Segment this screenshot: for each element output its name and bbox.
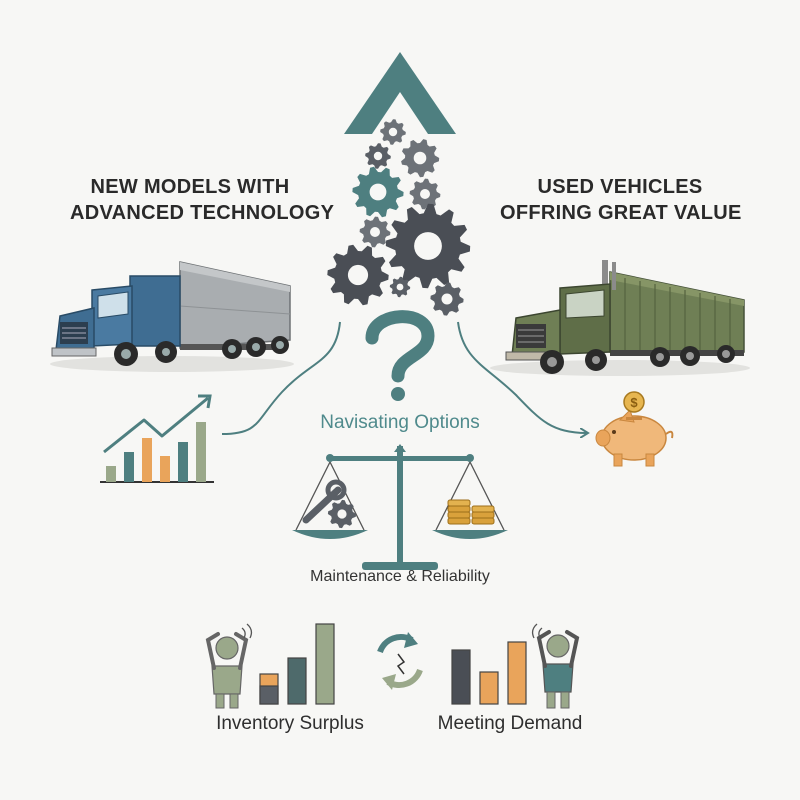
flow-curves	[221, 321, 586, 434]
svg-text:$: $	[630, 395, 638, 410]
stressed-person-icon	[205, 623, 253, 709]
question-mark-icon	[365, 310, 435, 401]
gear-icon	[365, 143, 391, 169]
gear-icon	[409, 178, 441, 210]
balance-scale-icon	[292, 444, 508, 570]
navigating-options-label: Navisating Options	[320, 412, 480, 433]
inventory-surplus-label: Inventory Surplus	[216, 713, 364, 734]
gear-icon	[352, 166, 404, 218]
used-vehicles-heading-line1: USED VEHICLES	[537, 176, 703, 198]
used-truck-icon	[490, 260, 750, 376]
used-vehicles-heading-line2: OFFRING GREAT VALUE	[500, 202, 742, 224]
wrench-icon	[302, 479, 347, 524]
demand-bars-icon	[451, 641, 527, 705]
gear-icon	[385, 203, 471, 289]
new-models-heading-line1: NEW MODELS WITH	[90, 176, 290, 198]
up-arrow-icon	[344, 52, 456, 134]
growth-chart-icon	[100, 394, 214, 483]
piggy-bank-icon	[595, 409, 674, 467]
gear-icon	[327, 244, 389, 306]
coin-icon: $	[623, 391, 645, 413]
used-vehicles-heading: USED VEHICLES OFFRING GREAT VALUE	[500, 174, 742, 226]
exchange-arrows-icon	[377, 632, 423, 690]
inventory-bars-icon	[259, 623, 335, 705]
gear-icon	[359, 216, 391, 248]
coin-stack-icon	[447, 499, 495, 525]
gear-icon	[327, 499, 357, 529]
gear-icon	[380, 119, 406, 145]
gear-icon	[401, 139, 440, 178]
gear-cluster	[327, 119, 471, 316]
gear-icon	[430, 282, 464, 316]
meeting-demand-label: Meeting Demand	[437, 713, 583, 734]
stressed-person-icon	[531, 623, 580, 709]
new-truck-icon	[50, 261, 294, 372]
maintenance-reliability-label: Maintenance & Reliability	[310, 568, 490, 585]
new-models-heading: NEW MODELS WITH ADVANCED TECHNOLOGY	[70, 174, 335, 226]
new-models-heading-line2: ADVANCED TECHNOLOGY	[70, 202, 335, 224]
gear-icon	[389, 276, 411, 298]
